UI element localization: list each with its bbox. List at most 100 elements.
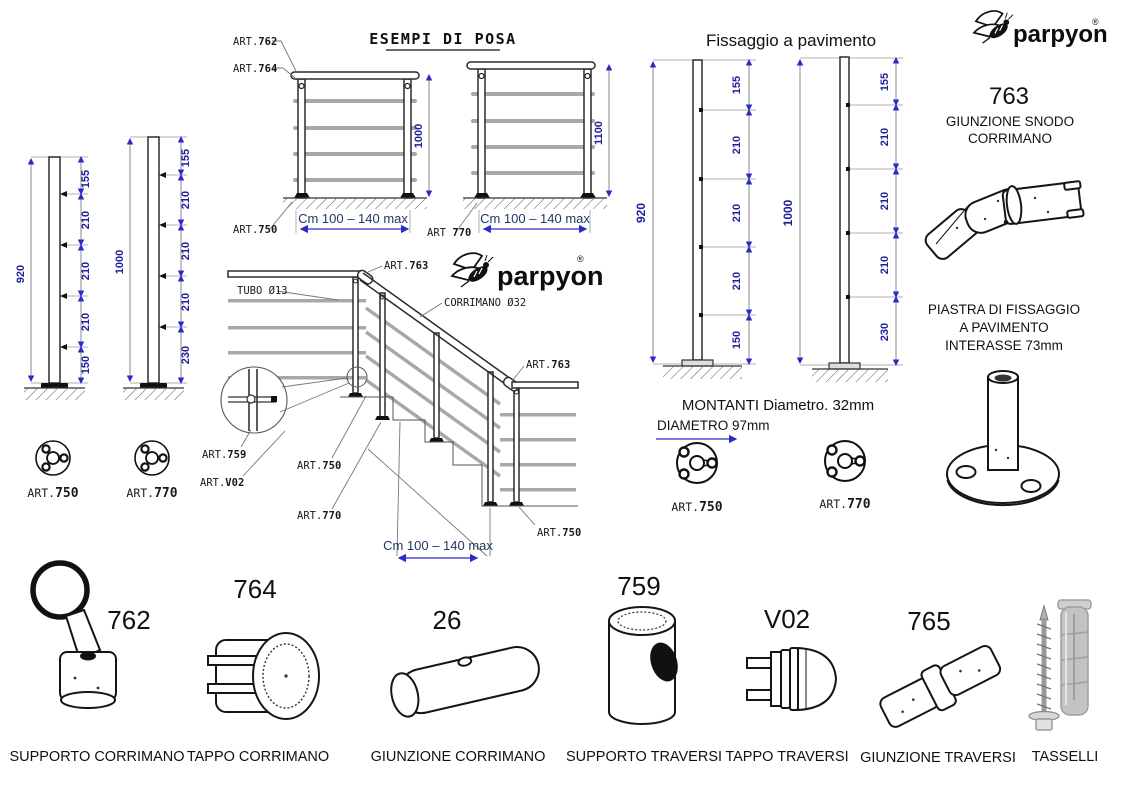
part-name: SUPPORTO CORRIMANO (9, 749, 184, 765)
tasselli-drawing (1028, 599, 1092, 731)
bottom-parts-row: 762 SUPPORTO CORRIMANO 764 TAPPO CORRIMA… (9, 560, 1099, 766)
part-number: V02 (764, 604, 810, 634)
dim-height: 1100 (593, 121, 605, 145)
piastra-line3: INTERASSE 73mm (945, 338, 1063, 353)
part-764-drawing (207, 632, 320, 720)
dim-seg: 210 (879, 256, 891, 274)
flange-750-label: ART.750 (27, 486, 78, 501)
dim-seg: 210 (80, 211, 92, 229)
art750-label: ART.750 (233, 224, 277, 236)
fissaggio-770-label: ART.770 (819, 497, 870, 512)
parpyon-logo-mid: parpyon ® (451, 252, 604, 291)
right-column: parpyon ® 763 GIUNZIONE SNODO CORRIMANO … (924, 10, 1108, 507)
fissaggio-flange-770 (824, 440, 866, 482)
post-750 (48, 156, 61, 384)
left-post-diagram-750: 920 155 210 210 210 150 ART.750 (15, 156, 92, 501)
art759-label: ART.759 (202, 449, 246, 461)
dim-total: 1000 (114, 250, 126, 274)
part-763-name-line2: CORRIMANO (968, 131, 1052, 146)
part-765-drawing (879, 645, 1002, 728)
art763-top-label: ART.763 (384, 260, 428, 272)
art750-label: ART.750 (297, 460, 341, 472)
art770-label: ART.770 (297, 510, 341, 522)
art763-right-label: ART.763 (526, 359, 570, 371)
dim-seg: 230 (879, 323, 891, 341)
dim-total: 920 (15, 265, 27, 283)
part-number: 765 (907, 606, 950, 636)
dim-seg: 150 (731, 331, 743, 349)
post-770 (147, 136, 160, 384)
stair-width-label: Cm 100 – 140 max (383, 538, 493, 553)
dim-seg: 210 (180, 191, 192, 209)
part-765: 765 GIUNZIONE TRAVERSI (860, 606, 1016, 766)
part-tasselli: TASSELLI (1028, 599, 1099, 765)
fissaggio-flange-750 (676, 442, 718, 484)
part-762: 762 SUPPORTO CORRIMANO (9, 560, 185, 765)
left-post-diagram-770: 1000 155 210 210 210 230 ART.770 (114, 136, 192, 501)
fissaggio-750-label: ART.750 (671, 500, 722, 515)
part-26: 26 GIUNZIONE CORRIMANO (371, 605, 546, 765)
fissaggio-title: Fissaggio a pavimento (706, 31, 876, 50)
part-759: 759 SUPPORTO TRAVERSI (566, 571, 722, 765)
dim-seg: 210 (731, 204, 743, 222)
parpyon-logo-text: parpyon (497, 261, 604, 291)
railing-1100-drawing: 1100 Cm 100 – 140 max ART 770 (427, 61, 613, 239)
art750-right-label: ART.750 (537, 527, 581, 539)
dim-seg: 230 (180, 346, 192, 364)
joint-763-drawing (924, 180, 1085, 260)
art770-label: ART 770 (427, 227, 471, 239)
dim-seg: 210 (879, 192, 891, 210)
part-759-drawing (608, 606, 678, 725)
part-v02: V02 TAPPO TRAVERSI (725, 604, 848, 765)
part-name: TAPPO TRAVERSI (725, 749, 848, 765)
dim-seg: 150 (80, 356, 92, 374)
detail-circle (220, 366, 288, 434)
part-764: 764 TAPPO CORRIMANO (187, 574, 329, 765)
width-dim-label: Cm 100 – 140 max (298, 211, 408, 226)
dim-seg: 210 (180, 293, 192, 311)
ground-hatch (123, 388, 184, 400)
piastra-line2: A PAVIMENTO (959, 320, 1048, 335)
part-name: TASSELLI (1032, 749, 1099, 765)
dim-seg: 155 (180, 149, 192, 167)
dim-seg: 155 (80, 170, 92, 188)
width-dim-label: Cm 100 – 140 max (480, 211, 590, 226)
staircase-railing-drawing: Cm 100 – 140 max ART.763 TUBO Ø13 CORRIM… (200, 252, 604, 563)
art762-label: ART.762 (233, 36, 277, 48)
part-v02-drawing (746, 646, 838, 712)
dim-seg: 210 (731, 136, 743, 154)
part-763-name-line1: GIUNZIONE SNODO (946, 114, 1074, 129)
part-name: TAPPO CORRIMANO (187, 749, 329, 765)
tubo-label: TUBO Ø13 (237, 285, 288, 297)
dim-total: 920 (634, 203, 648, 223)
parpyon-logo-text: parpyon (1013, 21, 1108, 48)
esempi-di-posa: ESEMPI DI POSA 1000 Cm 100 – 140 max ART… (233, 30, 613, 239)
dim-seg: 210 (180, 242, 192, 260)
registered-mark: ® (1092, 17, 1099, 27)
artv02-label: ART.V02 (200, 477, 244, 489)
esempi-title: ESEMPI DI POSA (369, 30, 516, 48)
dim-seg: 210 (731, 272, 743, 290)
parpyon-fly-icon (973, 10, 1014, 45)
flange-770-drawing (134, 440, 170, 476)
flange-750-drawing (35, 440, 71, 476)
part-name: SUPPORTO TRAVERSI (566, 749, 722, 765)
part-763-number: 763 (989, 83, 1029, 110)
dim-seg: 155 (731, 76, 743, 94)
art764-label: ART.764 (233, 63, 277, 75)
part-name: GIUNZIONE CORRIMANO (371, 749, 546, 765)
piastra-drawing (946, 370, 1060, 507)
flange-770-label: ART.770 (126, 486, 177, 501)
part-762-drawing (30, 560, 117, 709)
part-number: 759 (617, 571, 660, 601)
part-number: 764 (233, 574, 276, 604)
dim-seg: 155 (879, 73, 891, 91)
ground-hatch (24, 388, 85, 400)
diametro-label: DIAMETRO 97mm (657, 418, 770, 433)
registered-mark: ® (577, 254, 584, 264)
piastra-line1: PIASTRA DI FISSAGGIO (928, 302, 1080, 317)
dim-seg: 210 (879, 128, 891, 146)
corrimano-label: CORRIMANO Ø32 (444, 297, 526, 309)
railing-1000-drawing: 1000 Cm 100 – 140 max ART.762 ART.764 AR… (233, 36, 433, 236)
